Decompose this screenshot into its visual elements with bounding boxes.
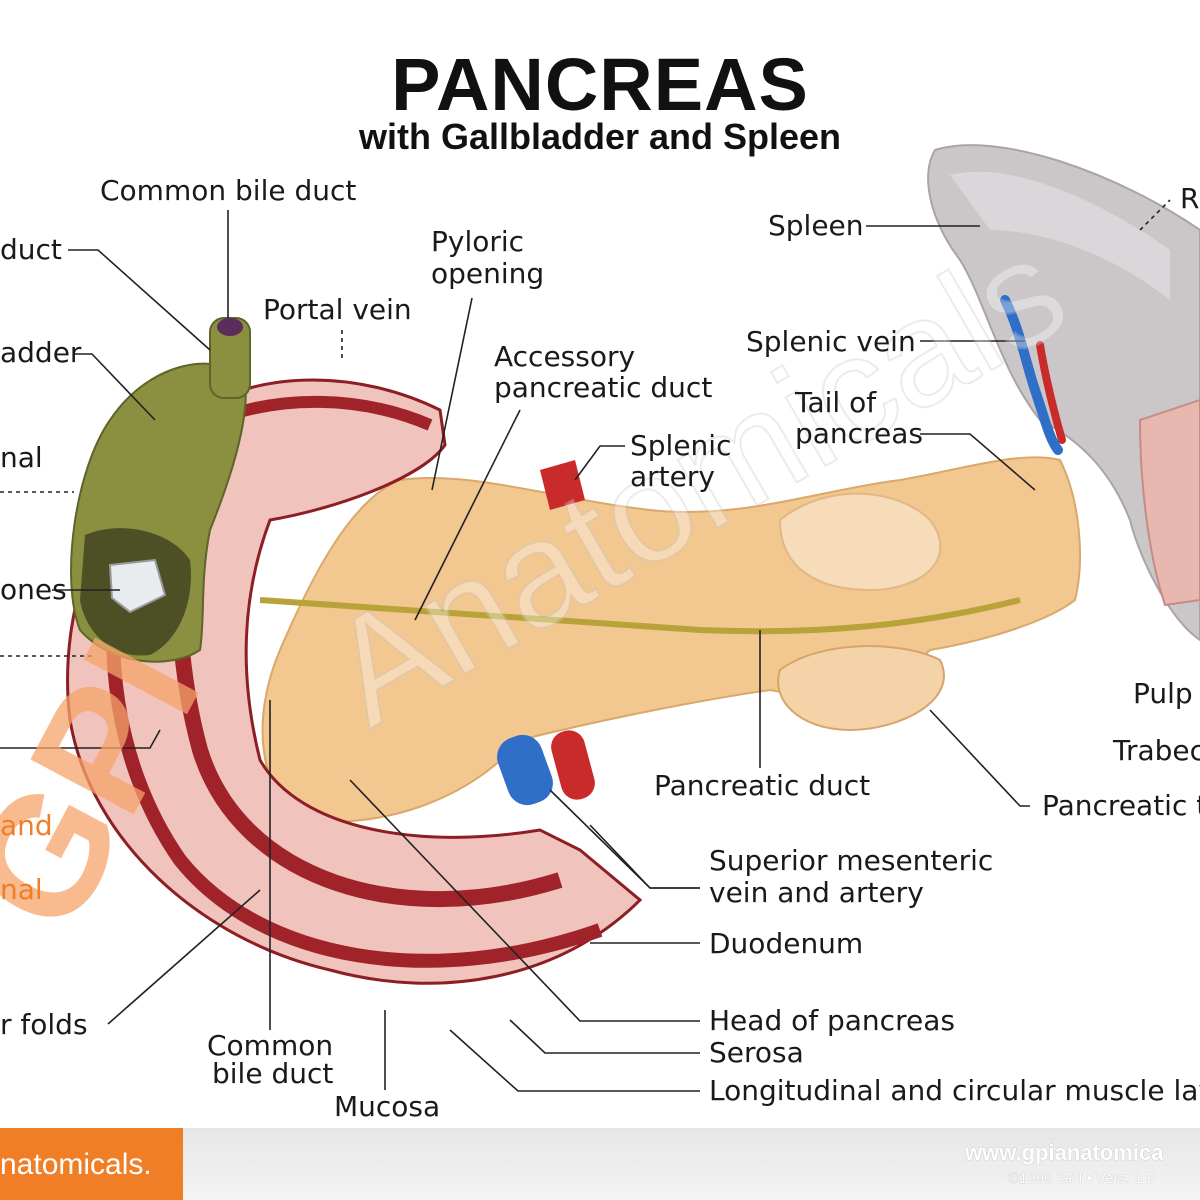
label-gallbladder-left: adder bbox=[0, 336, 82, 369]
label-portal-vein: Portal vein bbox=[263, 293, 412, 326]
label-nal-left: nal bbox=[0, 441, 43, 474]
label-tail-of: Tail of bbox=[795, 386, 877, 419]
label-common-bile-1: Common bbox=[207, 1029, 334, 1062]
label-common-bile-2: bile duct bbox=[212, 1057, 334, 1090]
label-duct-left: duct bbox=[0, 233, 62, 266]
label-pyloric: Pyloric bbox=[431, 225, 525, 258]
label-head-of-pancreas: Head of pancreas bbox=[709, 1004, 955, 1037]
page-title: PANCREAS bbox=[391, 43, 809, 126]
label-splenic-artery-2: artery bbox=[630, 460, 715, 493]
label-splenic-vein: Splenic vein bbox=[746, 325, 916, 358]
label-pancreatic-duct: Pancreatic duct bbox=[654, 769, 871, 802]
label-trabec: Trabec bbox=[1113, 734, 1200, 767]
label-r-right: R bbox=[1180, 182, 1200, 215]
superior-mesenteric-vessels bbox=[497, 460, 595, 806]
label-pulp: Pulp bbox=[1133, 677, 1193, 710]
splenic-vessels bbox=[1000, 295, 1066, 455]
leader-lines bbox=[0, 199, 1171, 1092]
label-superior-mesenteric-2: vein and artery bbox=[709, 876, 924, 909]
label-accessory-pancreatic-duct: pancreatic duct bbox=[494, 371, 713, 404]
brand-text: natomicals. bbox=[0, 1148, 152, 1181]
label-opening: opening bbox=[431, 257, 545, 290]
footer-url[interactable]: www.gpianatomica bbox=[965, 1140, 1164, 1165]
label-and-left: and bbox=[0, 809, 53, 842]
label-pancreatic-tissue: Pancreatic t bbox=[1042, 789, 1200, 822]
label-spleen: Spleen bbox=[768, 209, 864, 242]
footer-bar bbox=[0, 1128, 1200, 1200]
label-stones-left: ones bbox=[0, 573, 67, 606]
label-nal-left-2: nal bbox=[0, 873, 43, 906]
label-mucosa: Mucosa bbox=[334, 1090, 441, 1123]
label-longitudinal-muscle: Longitudinal and circular muscle lay bbox=[709, 1074, 1200, 1107]
footer-copyright: ©1999 GPI • Vers. 1 P bbox=[1008, 1170, 1157, 1187]
label-duodenum: Duodenum bbox=[709, 927, 864, 960]
pancreas-model bbox=[259, 456, 1081, 823]
label-superior-mesenteric-1: Superior mesenteric bbox=[709, 844, 994, 877]
label-tail-pancreas: pancreas bbox=[795, 417, 923, 450]
brand-logo: natomicals. bbox=[0, 1128, 183, 1200]
label-common-bile-duct-top: Common bile duct bbox=[100, 174, 357, 207]
page-subtitle: with Gallbladder and Spleen bbox=[358, 116, 842, 157]
gallbladder-model bbox=[70, 317, 251, 663]
label-serosa: Serosa bbox=[709, 1036, 804, 1069]
label-accessory: Accessory bbox=[494, 340, 636, 373]
label-splenic-artery-1: Splenic bbox=[630, 429, 732, 462]
label-folds-left: r folds bbox=[0, 1008, 88, 1041]
spleen-model bbox=[927, 144, 1200, 642]
